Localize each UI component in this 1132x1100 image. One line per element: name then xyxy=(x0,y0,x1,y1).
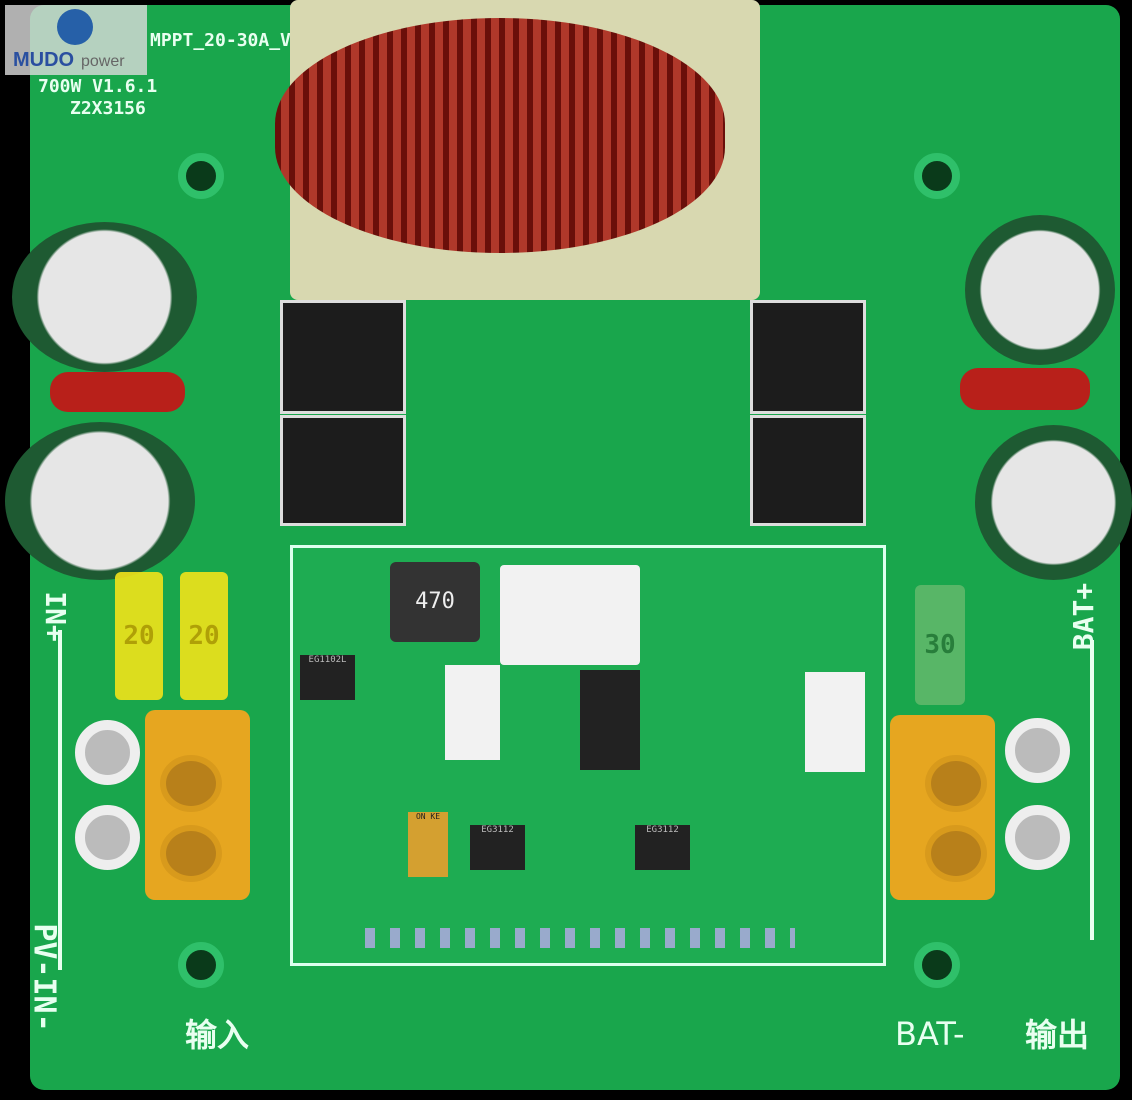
film-capacitor xyxy=(960,368,1090,410)
connector-header xyxy=(805,672,865,772)
driver-chip: EG1102L xyxy=(300,655,355,700)
microcontroller xyxy=(580,670,640,770)
connector-header xyxy=(445,665,500,760)
logo-wave-icon xyxy=(57,9,93,45)
terminal-pad xyxy=(1005,805,1070,870)
mounting-hole xyxy=(914,942,960,988)
xt60-input-connector[interactable] xyxy=(145,710,250,900)
blade-fuse[interactable]: 20 xyxy=(180,572,228,700)
mounting-hole xyxy=(178,942,224,988)
logo-suffix: power xyxy=(81,53,125,70)
electrolytic-capacitor xyxy=(12,222,197,372)
bat-plus-label: BAT+ xyxy=(1067,582,1101,651)
logo: MUDO power xyxy=(5,5,147,75)
terminal-pad xyxy=(1005,718,1070,783)
gate-driver-chip: EG3112 xyxy=(470,825,525,870)
terminal-pad xyxy=(75,720,140,785)
silk-outline xyxy=(1090,640,1094,940)
terminal-pad xyxy=(75,805,140,870)
electrolytic-capacitor xyxy=(965,215,1115,365)
mosfet xyxy=(280,415,406,526)
in-plus-label: IN+ xyxy=(38,591,72,642)
mosfet xyxy=(750,415,866,526)
code-label: Z2X3156 xyxy=(70,98,146,119)
toroid-inductor xyxy=(275,18,725,253)
blade-fuse[interactable]: 30 xyxy=(915,585,965,705)
pv-in-minus-label: PV-IN- xyxy=(26,923,62,1032)
gate-driver-chip: EG3112 xyxy=(635,825,690,870)
mounting-hole xyxy=(914,153,960,199)
silk-outline xyxy=(58,630,62,970)
logo-brand: MUDO xyxy=(13,49,75,71)
bat-minus-label: BAT- xyxy=(895,1015,965,1053)
input-cn-label: 输入 xyxy=(185,1016,250,1054)
film-capacitor xyxy=(50,372,185,412)
power-inductor: 470 xyxy=(390,562,480,642)
output-cn-label: 输出 xyxy=(1025,1016,1090,1054)
connector-header xyxy=(500,565,640,665)
power-label: 700W V1.6.1 xyxy=(38,76,158,97)
mounting-hole xyxy=(178,153,224,199)
electrolytic-capacitor xyxy=(975,425,1132,580)
mosfet xyxy=(750,300,866,414)
model-label: MPPT_20-30A_V1.6 xyxy=(150,30,324,51)
mosfet xyxy=(280,300,406,414)
blade-fuse[interactable]: 20 xyxy=(115,572,163,700)
pin-header xyxy=(365,928,795,948)
electrolytic-capacitor xyxy=(5,422,195,580)
dip-switch[interactable]: ON KE xyxy=(408,812,448,877)
xt60-battery-connector[interactable] xyxy=(890,715,995,900)
